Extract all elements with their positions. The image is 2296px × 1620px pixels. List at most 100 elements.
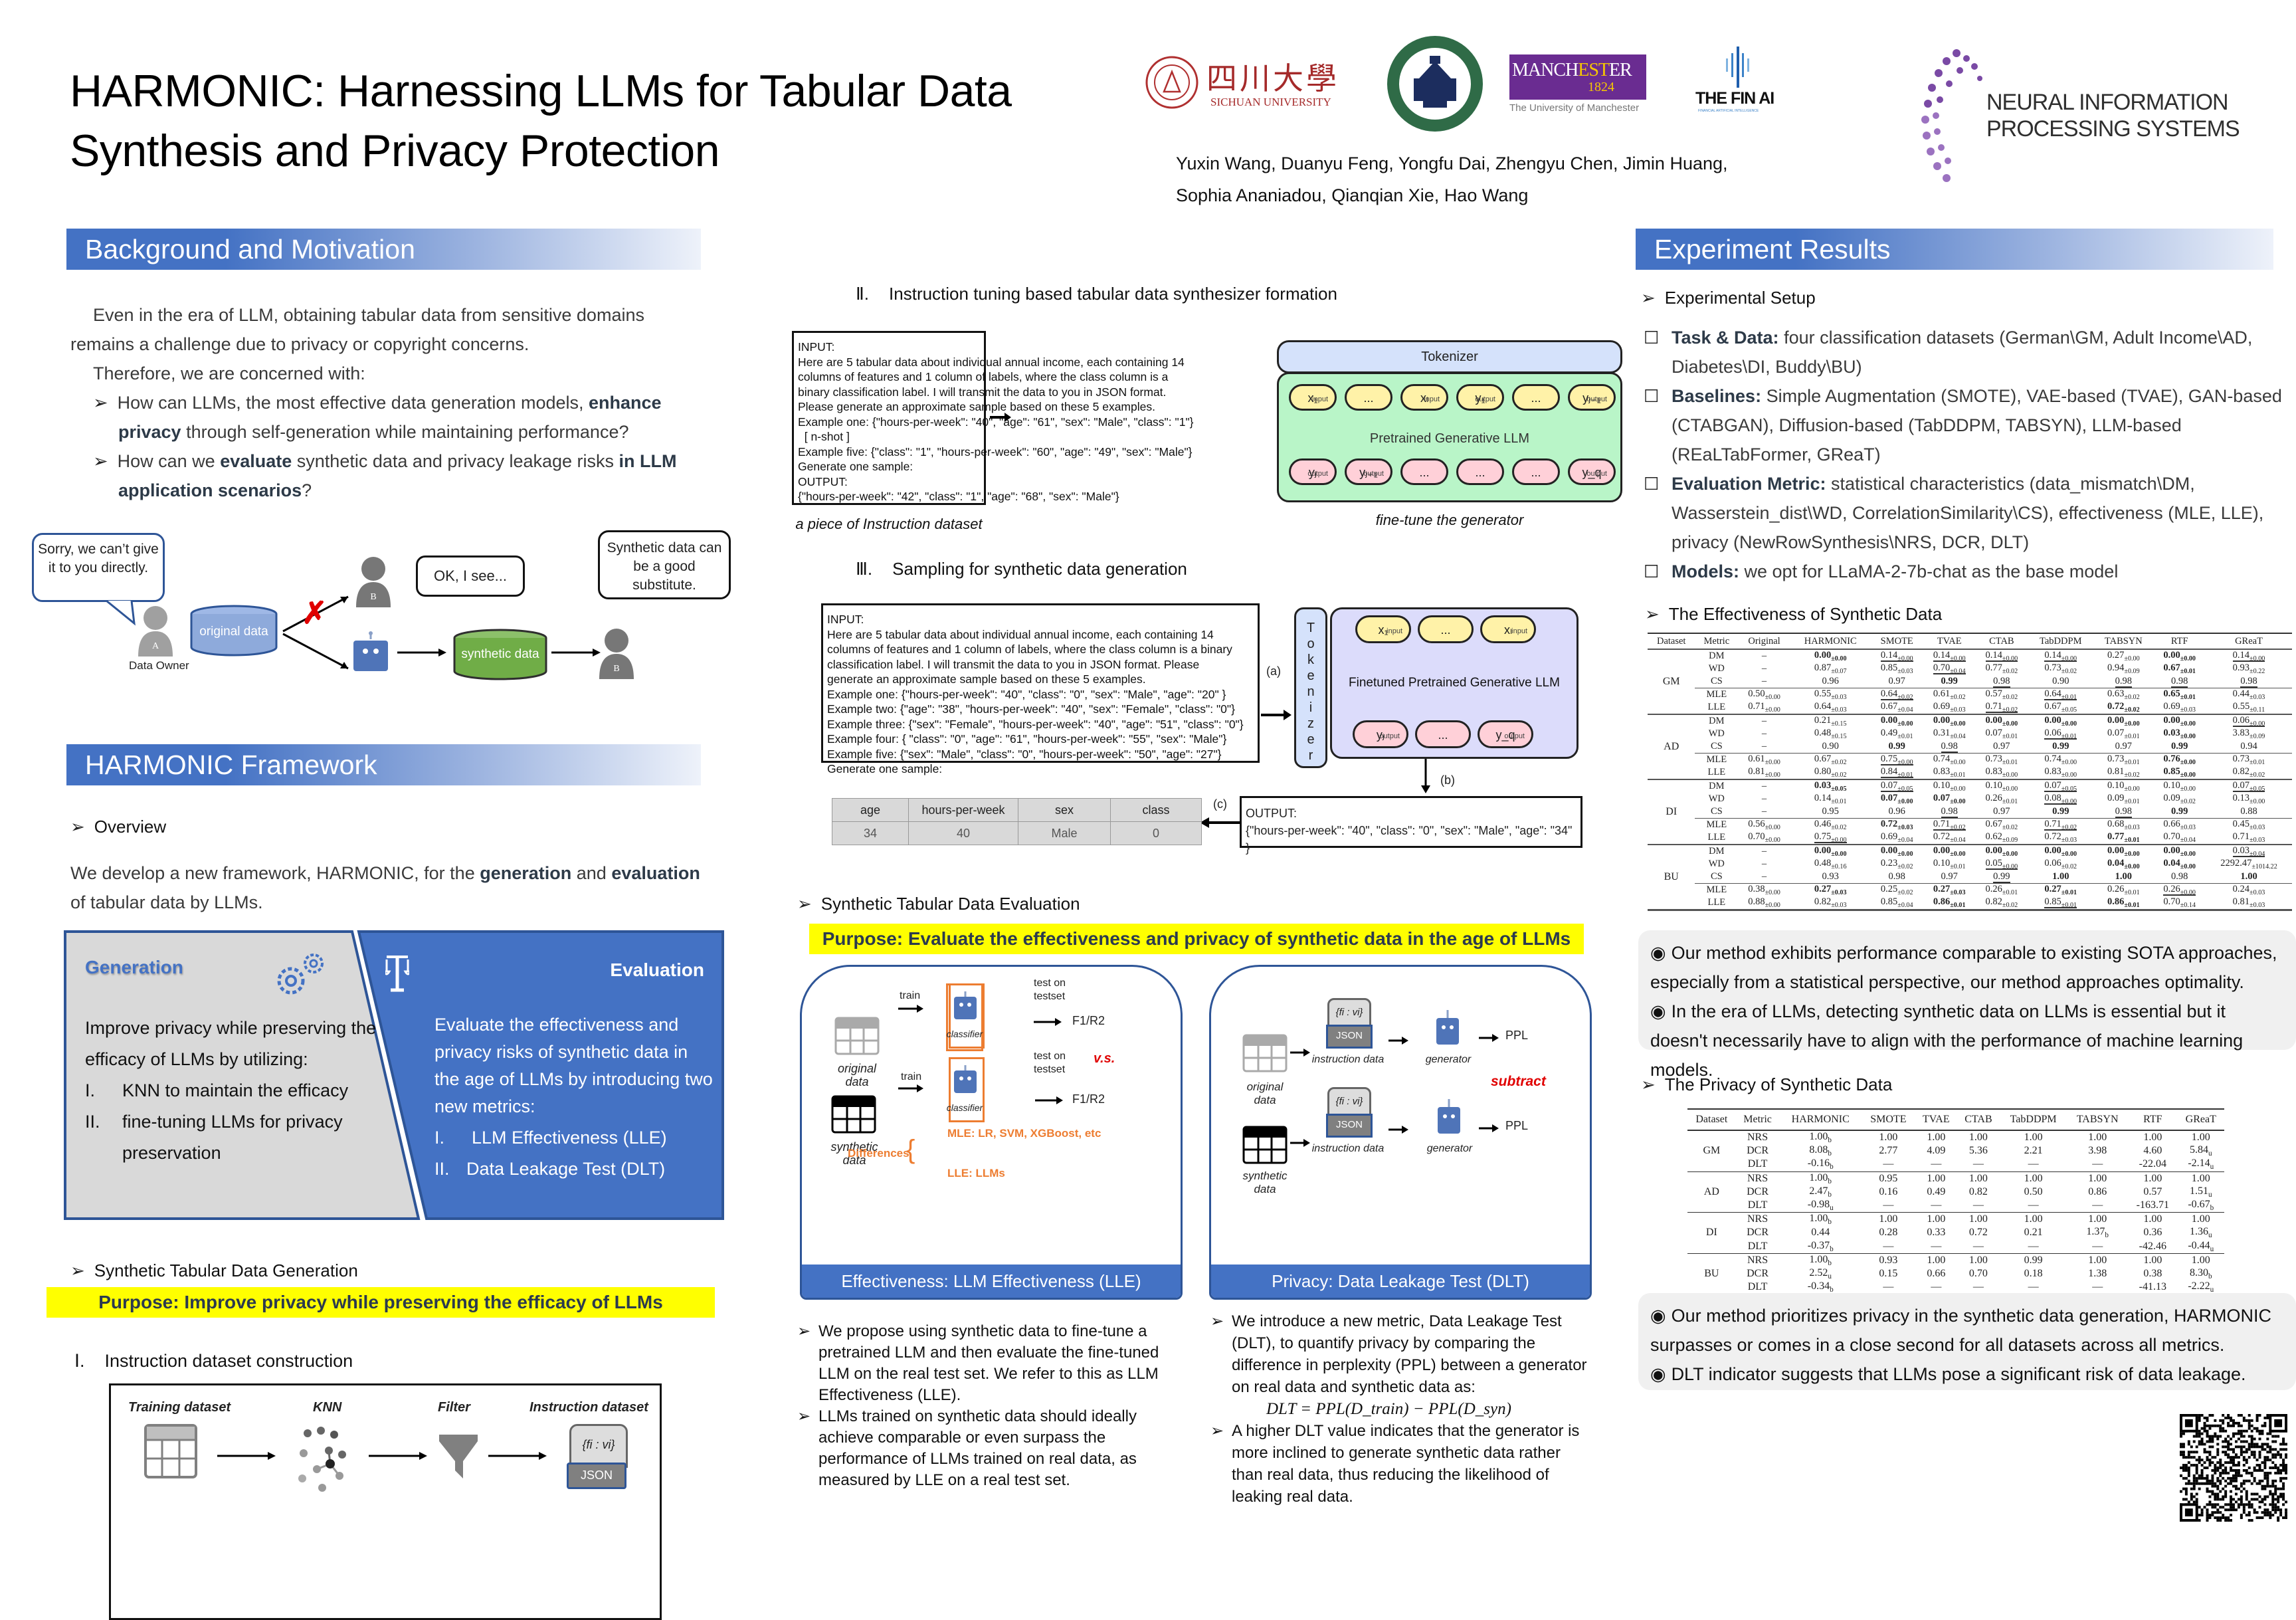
cell-std: ±0.22 <box>2249 667 2265 675</box>
table-cell: 1.00 <box>2178 1213 2224 1227</box>
background-p1b: remains a challenge due to privacy or co… <box>70 334 529 354</box>
qr-module <box>2285 1476 2287 1480</box>
qr-module <box>2208 1482 2212 1485</box>
qr-module <box>2203 1461 2206 1465</box>
qr-module <box>2245 1492 2248 1496</box>
qr-module <box>2224 1508 2228 1512</box>
table-cell: 0.10±0.00 <box>1923 779 1976 793</box>
cell-value: 0.99 <box>1941 676 1958 686</box>
qr-module <box>2219 1511 2222 1514</box>
qr-module <box>2263 1461 2267 1465</box>
qr-module <box>2230 1443 2233 1446</box>
qr-module <box>2269 1492 2272 1496</box>
table-cell: 2292.47±1014.22 <box>2206 858 2292 870</box>
cell-std: ±0.01 <box>2249 758 2265 766</box>
tokenizer-letter: T <box>1306 621 1315 635</box>
qr-module <box>2248 1424 2251 1427</box>
table-cell: 0.00±0.00 <box>1871 845 1923 858</box>
qr-module <box>2224 1440 2228 1443</box>
label-b: (b) <box>1440 773 1455 787</box>
qr-module <box>2248 1435 2251 1438</box>
cell-std: ±0.00 <box>1831 836 1847 844</box>
qr-module <box>2282 1468 2285 1472</box>
privacy-title: The Privacy of Synthetic Data <box>1641 1070 1892 1099</box>
cell-value: 0.00±0.00 <box>2163 650 2196 662</box>
table-cell: 0.13±0.00 <box>2206 793 2292 805</box>
qr-module <box>2219 1419 2222 1422</box>
cell-value: — <box>2092 1199 2103 1211</box>
qr-module <box>2216 1495 2220 1498</box>
cell-value: 0.00±0.00 <box>1880 845 1913 858</box>
qr-module <box>2277 1451 2280 1454</box>
qr-module <box>2187 1474 2190 1477</box>
qr-module <box>2279 1453 2283 1457</box>
qr-module <box>2216 1508 2220 1512</box>
qr-module <box>2253 1445 2256 1449</box>
cell-value: — <box>2092 1240 2103 1252</box>
table-cell: 0.64±0.02 <box>1871 688 1923 702</box>
ppl-label: PPL <box>1505 1029 1529 1042</box>
table-cell: 0.85±0.03 <box>1871 662 1923 675</box>
cell-value: -2.14u <box>2188 1158 2214 1171</box>
table-cell: 0.82±0.02 <box>1976 896 2028 910</box>
qr-module <box>2269 1467 2272 1469</box>
arrow-left-icon <box>1200 817 1241 828</box>
qr-module <box>2208 1514 2212 1517</box>
qr-module <box>2200 1414 2204 1417</box>
qr-module <box>2253 1492 2256 1496</box>
qr-module <box>2242 1429 2246 1433</box>
qr-module <box>2266 1508 2269 1512</box>
table-cell: 0.83±0.01 <box>1923 766 1976 779</box>
table-cell: — <box>2067 1240 2128 1254</box>
arrow-icon <box>1290 1049 1310 1057</box>
qr-module <box>2192 1435 2196 1438</box>
cell-std: ±0.00 <box>1897 655 1913 662</box>
qr-module <box>2214 1516 2217 1520</box>
table-cell: 0.71±0.03 <box>2206 831 2292 845</box>
qr-module <box>2279 1471 2283 1474</box>
qr-module <box>2234 1453 2238 1457</box>
table-cell: 1.00 <box>2178 1253 2224 1267</box>
qr-module <box>2200 1514 2204 1517</box>
qr-module <box>2224 1451 2228 1454</box>
qr-module <box>2245 1514 2248 1517</box>
qr-module <box>2263 1467 2267 1469</box>
qr-module <box>2232 1506 2235 1509</box>
qr-module <box>2285 1467 2287 1469</box>
table-cell: – <box>1738 870 1790 884</box>
table-cell: 0.27±0.00 <box>2093 649 2153 662</box>
column-header: TVAE <box>1923 1114 1950 1125</box>
cell-std: ±0.01 <box>2061 901 2077 909</box>
table-cell: 0.97 <box>2093 740 2153 754</box>
qr-module <box>2258 1495 2261 1498</box>
cell-value: 1.00b <box>1809 1171 1832 1185</box>
cell-std: ±0.00 <box>2180 655 2196 662</box>
qr-module <box>2211 1482 2214 1485</box>
qr-module <box>2274 1435 2277 1438</box>
cell-value: 0.94 <box>2240 741 2257 752</box>
qr-module <box>2198 1487 2201 1490</box>
table-cell: 1.00 <box>2067 1130 2128 1144</box>
qr-module <box>2230 1416 2233 1419</box>
table-cell: 0.48±0.15 <box>1790 728 1871 740</box>
setup-item: ☐Models: we opt for LLaMA-2-7b-chat as t… <box>1644 557 2291 586</box>
qr-module <box>2253 1468 2256 1472</box>
qr-code[interactable] <box>2179 1414 2288 1522</box>
arrow-icon <box>898 1084 923 1092</box>
qr-module <box>2248 1419 2251 1422</box>
table-cell: 0.98 <box>1976 675 2028 688</box>
cell-value: – <box>1761 846 1767 857</box>
cell-value: — <box>2028 1158 2039 1170</box>
qr-module <box>2219 1459 2222 1462</box>
qr-module <box>2184 1464 2188 1467</box>
qr-module <box>2203 1427 2206 1430</box>
column-header: Metric <box>1743 1114 1772 1125</box>
qr-module <box>2224 1453 2228 1457</box>
qr-module <box>2230 1506 2233 1509</box>
qr-module <box>2234 1479 2238 1482</box>
qr-module <box>2253 1443 2256 1446</box>
cell-value: 0.04±0.00 <box>2107 858 2140 870</box>
qr-module <box>2206 1429 2209 1433</box>
